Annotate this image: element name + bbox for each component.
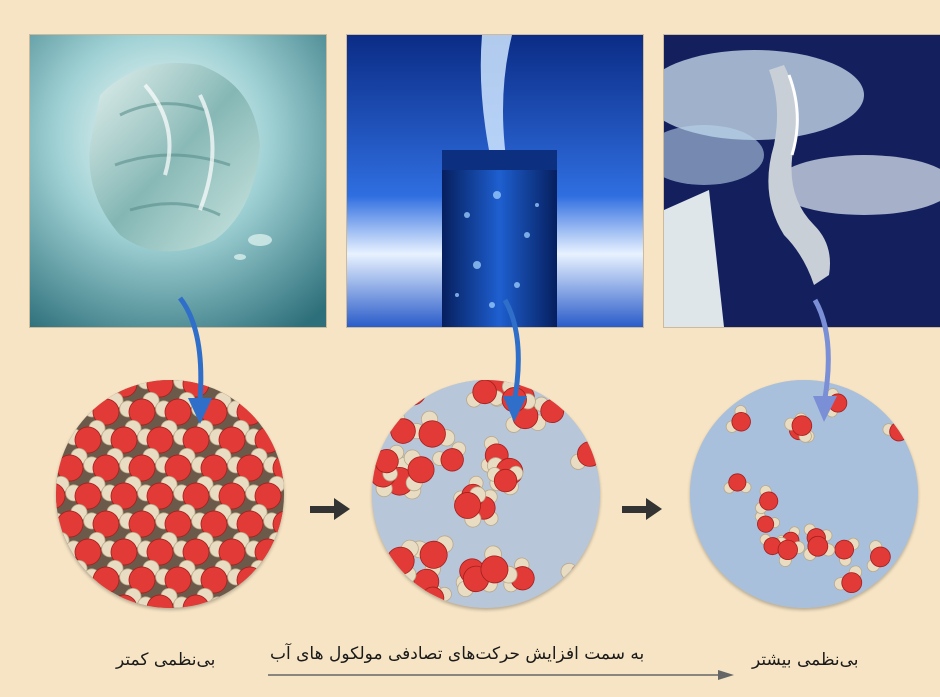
water-molecule bbox=[261, 390, 284, 431]
steam-photo bbox=[664, 35, 940, 327]
right-arrow-icon bbox=[308, 496, 352, 522]
ice-photo bbox=[30, 35, 326, 327]
solid-molecules-circle bbox=[56, 380, 284, 608]
water-molecule bbox=[63, 586, 111, 608]
water-molecule bbox=[56, 586, 76, 608]
long-right-arrow-icon bbox=[268, 668, 738, 682]
water-molecule bbox=[56, 380, 76, 403]
liquid-molecules-circle bbox=[372, 380, 600, 608]
more-disorder-label: بی‌نظمی بیشتر bbox=[752, 650, 859, 670]
water-molecule bbox=[243, 380, 284, 403]
less-disorder-label: بی‌نظمی کمتر bbox=[116, 650, 215, 670]
direction-label: به سمت افزایش حرکت‌های تصادفی مولکول های… bbox=[270, 644, 644, 664]
water-molecule bbox=[261, 558, 284, 599]
gas-molecules-circle bbox=[690, 380, 918, 608]
right-arrow-icon bbox=[620, 496, 664, 522]
water-molecule bbox=[243, 586, 284, 608]
water-photo bbox=[347, 35, 643, 327]
